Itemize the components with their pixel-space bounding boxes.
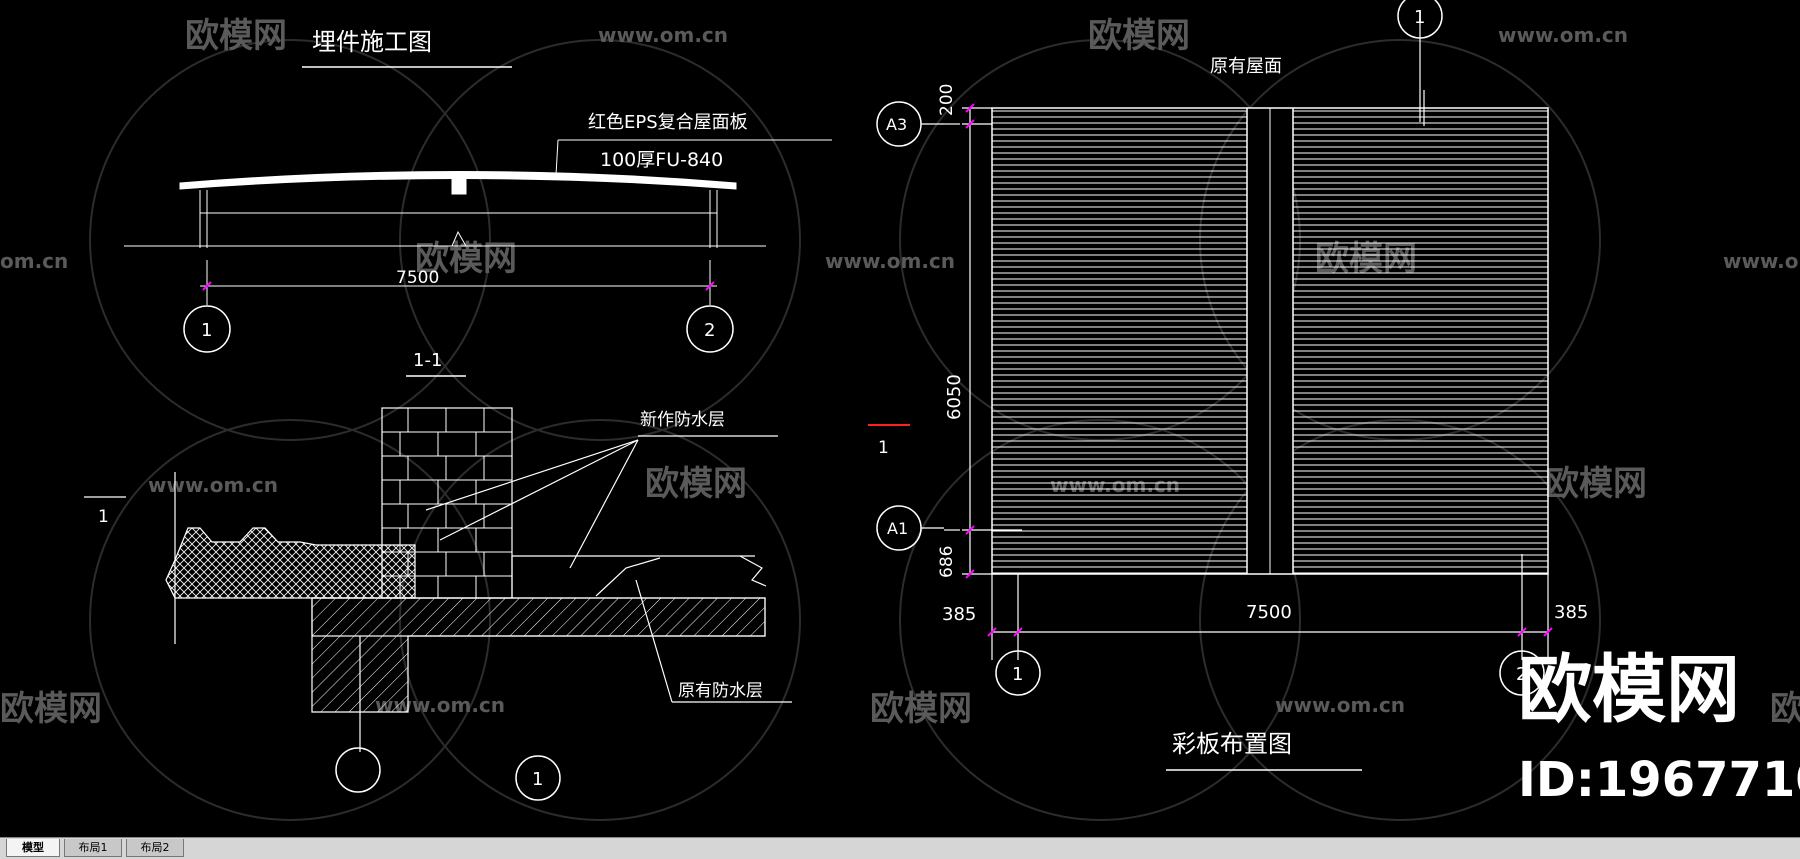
axis-bubble-top-1 bbox=[1397, 0, 1443, 39]
cad-drawing-canvas[interactable]: 欧模网 欧模网 欧模网 欧模网 欧模网 欧模网 欧模网 欧模网 欧模网 www.… bbox=[0, 0, 1800, 837]
watermark-texts: 欧模网 欧模网 欧模网 欧模网 欧模网 欧模网 欧模网 欧模网 欧模网 bbox=[0, 16, 1800, 729]
dim-6050: 6050 bbox=[944, 374, 965, 420]
section-label: 1-1 bbox=[413, 350, 442, 371]
wm-brand: 欧模网 bbox=[1770, 689, 1800, 729]
panel-thickness: 100厚FU-840 bbox=[600, 149, 723, 171]
section-detail bbox=[84, 407, 792, 752]
wm-brand: 欧模网 bbox=[0, 689, 102, 729]
tab-model[interactable]: 模型 bbox=[6, 839, 60, 857]
dim-385-right: 385 bbox=[1554, 602, 1588, 623]
wm-site: www.om.cn bbox=[148, 473, 278, 497]
wm-brand-large: 欧模网 bbox=[1518, 647, 1740, 733]
detail-circle-label: 1 bbox=[532, 769, 543, 790]
span-dim-left: 7500 bbox=[396, 268, 439, 288]
new-waterproof-label: 新作防水层 bbox=[640, 410, 725, 430]
axis-1-label: 1 bbox=[201, 320, 212, 341]
axis-bubble-bottom-1 bbox=[995, 650, 1041, 696]
drawing-title-left: 埋件施工图 bbox=[312, 28, 432, 56]
wm-site: www.om.cn bbox=[1723, 249, 1800, 273]
plan-title: 彩板布置图 bbox=[1172, 730, 1292, 758]
axis-bottom-2-label: 2 bbox=[1516, 664, 1527, 685]
axis-bubble-bottom-2 bbox=[1499, 650, 1545, 696]
panel-label: 红色EPS复合屋面板 bbox=[588, 112, 748, 133]
axis-a3-label: A3 bbox=[886, 115, 907, 134]
roof-plan bbox=[991, 107, 1549, 575]
wm-brand: 欧模网 bbox=[1088, 16, 1190, 56]
wm-site: www.om.cn bbox=[825, 249, 955, 273]
plan-cut-mark: 1 bbox=[878, 438, 889, 458]
axis-top-label: 1 bbox=[1414, 7, 1425, 28]
wm-site: om.cn bbox=[0, 249, 68, 273]
detail-circle-left bbox=[335, 747, 381, 793]
wm-brand: 欧模网 bbox=[645, 464, 747, 504]
plan-dimensions bbox=[944, 18, 1549, 660]
existing-roof-label: 原有屋面 bbox=[1210, 56, 1282, 77]
layout-tab-bar: 模型 布局1 布局2 bbox=[0, 837, 1800, 859]
axis-bubble-1 bbox=[183, 305, 231, 353]
wm-brand: 欧模网 bbox=[1545, 464, 1647, 504]
dim-385-left: 385 bbox=[942, 604, 976, 625]
existing-waterproof-label: 原有防水层 bbox=[678, 681, 763, 701]
section-cut-mark: 1 bbox=[98, 507, 109, 527]
tab-layout-2[interactable]: 布局2 bbox=[126, 839, 184, 857]
dim-686: 686 bbox=[937, 546, 957, 578]
axis-bubble-2 bbox=[686, 305, 734, 353]
dim-7500-plan: 7500 bbox=[1246, 602, 1292, 623]
wm-site: www.om.cn bbox=[1275, 693, 1405, 717]
tab-layout-1[interactable]: 布局1 bbox=[64, 839, 122, 857]
dim-200: 200 bbox=[937, 84, 957, 116]
axis-2-label: 2 bbox=[704, 320, 715, 341]
roof-elevation bbox=[124, 139, 832, 305]
wm-id: ID:1967710 bbox=[1518, 752, 1800, 808]
detail-circle-right bbox=[515, 755, 561, 801]
wm-brand: 欧模网 bbox=[870, 689, 972, 729]
axis-bottom-1-label: 1 bbox=[1012, 664, 1023, 685]
wm-brand: 欧模网 bbox=[185, 16, 287, 56]
wm-site: www.om.cn bbox=[1498, 23, 1628, 47]
wm-site: www.om.cn bbox=[598, 23, 728, 47]
axis-a1-label: A1 bbox=[887, 519, 908, 538]
